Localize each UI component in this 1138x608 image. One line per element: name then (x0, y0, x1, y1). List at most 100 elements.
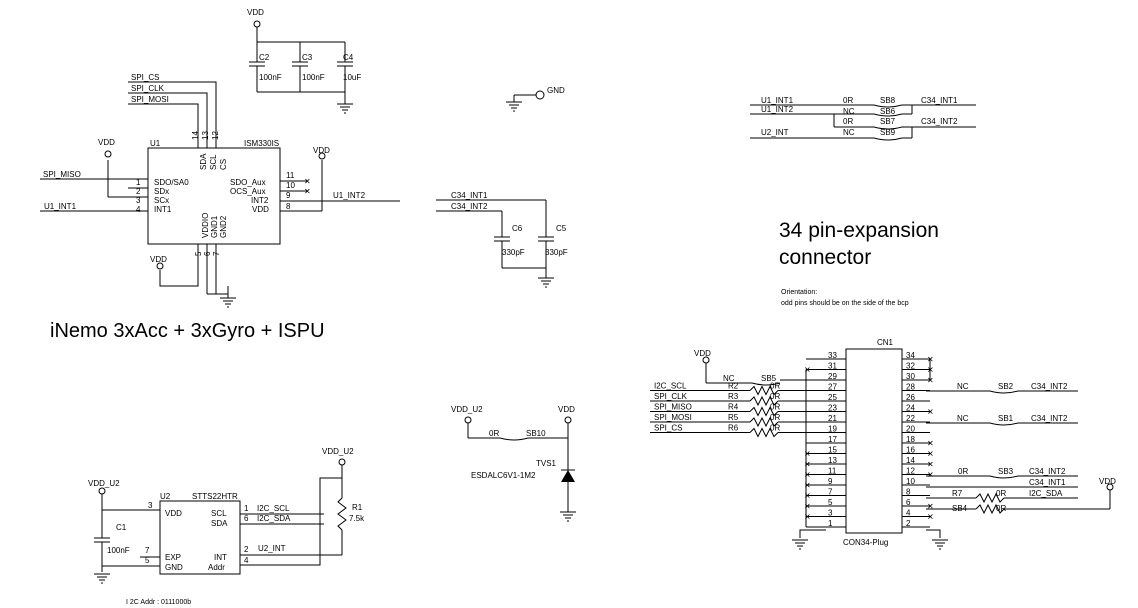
svg-text:✕: ✕ (304, 177, 311, 186)
svg-text:SB6: SB6 (880, 107, 896, 116)
decoupling-caps: VDD C2 100nF C3 100nF C4 10uF (247, 8, 361, 114)
connector-title: 34 pin-expansion connector Orientation: … (779, 219, 939, 307)
cn1-pin-number: 30 (906, 372, 915, 381)
cn1-pin-number: 11 (828, 467, 837, 476)
svg-text:VDD: VDD (252, 205, 269, 214)
svg-text:R1: R1 (352, 503, 363, 512)
resistor-value: 0R (770, 392, 780, 401)
cn1-pin-number: 7 (828, 488, 833, 497)
cn1-pin-number: 18 (906, 435, 915, 444)
gnd-icon-u1 (219, 297, 237, 308)
no-connect-icon: ✕ (927, 502, 934, 511)
no-connect-icon: ✕ (804, 366, 811, 375)
svg-text:VDD_U2: VDD_U2 (322, 447, 354, 456)
svg-text:2: 2 (136, 187, 141, 196)
svg-text:SB10: SB10 (526, 429, 546, 438)
svg-text:C34_INT1: C34_INT1 (451, 191, 488, 200)
tvs-diode-icon (561, 470, 575, 482)
no-connect-icon: ✕ (927, 376, 934, 385)
svg-text:Orientation:: Orientation: (781, 289, 817, 296)
gnd-icon-cn1-left (791, 539, 809, 550)
cn1-pin-number: 1 (828, 519, 833, 528)
gnd-icon-cn1-right (931, 539, 949, 550)
solder-bridge-matrix: U1_INT1 U1_INT2 U2_INT 0R NC 0R NC SB8 S… (750, 96, 976, 141)
no-connect-icon: ✕ (927, 439, 934, 448)
gnd-label: GND (547, 86, 565, 95)
svg-text:GND: GND (165, 563, 183, 572)
svg-text:3: 3 (136, 196, 141, 205)
no-connect-icon: ✕ (927, 408, 934, 417)
cn1-pin-number: 9 (828, 477, 833, 486)
svg-text:INT: INT (214, 553, 227, 562)
svg-text:SB5: SB5 (761, 374, 777, 383)
u1-ref: U1 (150, 139, 161, 148)
svg-text:C34_INT1: C34_INT1 (1029, 478, 1066, 487)
svg-text:INT1: INT1 (154, 205, 172, 214)
svg-text:OCS_Aux: OCS_Aux (230, 187, 266, 196)
svg-text:SB8: SB8 (880, 96, 896, 105)
cn1-pin-number: 23 (828, 404, 837, 413)
no-connect-icon: ✕ (927, 450, 934, 459)
resistor-value: 0R (770, 413, 780, 422)
svg-text:C34_INT2: C34_INT2 (1029, 467, 1066, 476)
svg-text:1: 1 (244, 504, 249, 513)
svg-text:TVS1: TVS1 (536, 459, 557, 468)
net-label: SPI_MOSI (654, 413, 692, 422)
no-connect-icon: ✕ (804, 513, 811, 522)
svg-text:U1_INT2: U1_INT2 (761, 105, 794, 114)
svg-text:VDD: VDD (165, 509, 182, 518)
svg-text:NC: NC (843, 107, 855, 116)
cn1-pin-number: 8 (906, 488, 911, 497)
no-connect-icon: ✕ (927, 460, 934, 469)
svg-text:C34_INT2: C34_INT2 (921, 117, 958, 126)
cn1-pin-number: 12 (906, 467, 915, 476)
svg-text:SB3: SB3 (998, 467, 1014, 476)
svg-text:CS: CS (219, 159, 228, 170)
tvs-section: VDD_U2 0R SB10 VDD TVS1 ESDALC6V1-1M2 (451, 405, 577, 522)
cn1-pin-number: 32 (906, 362, 915, 371)
resistor-ref: R4 (728, 403, 739, 412)
svg-text:100nF: 100nF (302, 73, 325, 82)
net-label: SPI_MISO (654, 403, 692, 412)
svg-text:330pF: 330pF (545, 248, 568, 257)
u1-part: ISM330IS (244, 139, 279, 148)
svg-text:0R: 0R (489, 429, 499, 438)
vdd-label-caps: VDD (247, 8, 264, 17)
svg-text:SB4: SB4 (952, 504, 968, 513)
svg-text:330pF: 330pF (502, 248, 525, 257)
resistor-ref: R5 (728, 413, 739, 422)
svg-text:0R: 0R (996, 489, 1006, 498)
svg-text:odd pins should be on the side: odd pins should be on the side of the bc… (781, 300, 909, 307)
resistor-ref: R2 (728, 382, 739, 391)
svg-text:ESDALC6V1-1M2: ESDALC6V1-1M2 (471, 471, 536, 480)
svg-text:0R: 0R (996, 504, 1006, 513)
svg-text:SB7: SB7 (880, 117, 896, 126)
svg-text:U2: U2 (160, 492, 171, 501)
vdd-label-u1-left: VDD (98, 138, 115, 147)
cn1-pin-number: 3 (828, 509, 833, 518)
svg-text:3: 3 (148, 501, 153, 510)
svg-text:0R: 0R (843, 96, 853, 105)
filter-caps: C34_INT1 C34_INT2 C6 330pF C5 330pF (436, 191, 568, 288)
svg-text:SCx: SCx (154, 196, 169, 205)
svg-text:CON34-Plug: CON34-Plug (843, 538, 888, 547)
net-label-u1-int2: U1_INT2 (333, 191, 366, 200)
svg-text:NC: NC (843, 128, 855, 137)
cn1-pin-number: 2 (906, 519, 911, 528)
vdd-label-u1-right: VDD (313, 146, 330, 155)
no-connect-icon: ✕ (804, 481, 811, 490)
cn1-pin-number: 34 (906, 351, 915, 360)
svg-text:4: 4 (244, 556, 249, 565)
svg-text:STTS22HTR: STTS22HTR (192, 492, 238, 501)
cn1-pin-number: 16 (906, 446, 915, 455)
imu-title: iNemo 3xAcc + 3xGyro + ISPU (50, 320, 325, 342)
svg-text:C4: C4 (343, 53, 354, 62)
gnd-icon-tvs (559, 511, 577, 522)
svg-text:14: 14 (191, 131, 200, 140)
svg-text:7.5k: 7.5k (349, 514, 365, 523)
svg-text:6: 6 (244, 514, 249, 523)
cn1-pin-number: 26 (906, 393, 915, 402)
svg-text:C34_INT2: C34_INT2 (1031, 382, 1068, 391)
cn1-pin-number: 15 (828, 446, 837, 455)
cn1-pin-number: 19 (828, 425, 837, 434)
